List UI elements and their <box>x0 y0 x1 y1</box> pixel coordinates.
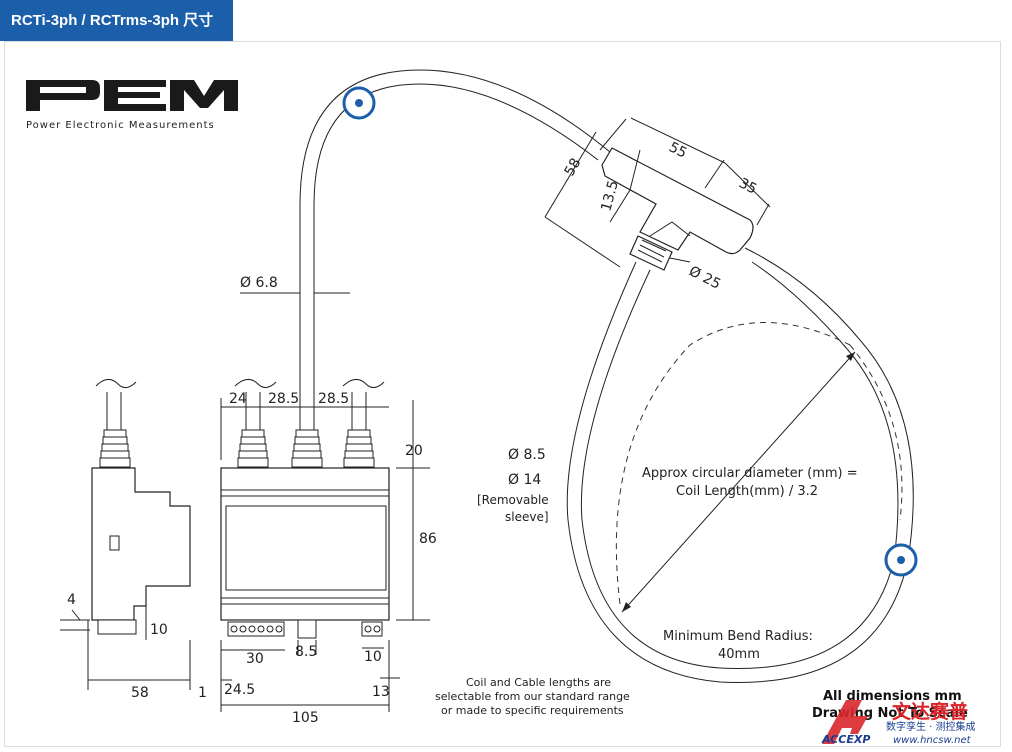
t-junction-body <box>601 147 754 255</box>
dim-58-side: 58 <box>131 685 149 701</box>
dim-30: 30 <box>246 651 264 667</box>
circle-note-1: Approx circular diameter (mm) = <box>642 466 858 481</box>
coil-note-3: or made to specific requirements <box>441 704 624 717</box>
dim-28-5-a: 28.5 <box>268 391 299 407</box>
dim-25: Ø 25 <box>686 263 723 292</box>
bend-radius-value: 40mm <box>718 647 760 662</box>
dim-13-5: 13.5 <box>598 179 622 213</box>
watermark-url: www.hncsw.net <box>893 735 972 746</box>
dim-20: 20 <box>405 443 423 459</box>
dim-10-side: 10 <box>150 622 168 638</box>
removable-label-2: sleeve] <box>505 510 549 524</box>
dim-105: 105 <box>292 710 319 726</box>
cable-upper <box>299 69 611 430</box>
watermark-sub: 数字孪生 · 测控集成 <box>886 720 976 733</box>
dim-28-5-b: 28.5 <box>318 391 349 407</box>
removable-label-1: [Removable <box>477 493 549 507</box>
dim-cable-diameter: Ø 6.8 <box>240 275 278 291</box>
dimension-lines-front <box>220 398 430 712</box>
cable-gland <box>629 235 673 271</box>
dim-13: 13 <box>372 684 390 700</box>
dim-8-5: Ø 8.5 <box>508 447 546 463</box>
watermark-logo: 文达赛普 数字孪生 · 测控集成 ACCEXP www.hncsw.net <box>821 700 976 746</box>
diagram-frame <box>4 41 1001 747</box>
coil-note-1: Coil and Cable lengths are <box>466 676 611 689</box>
module-front-view <box>220 379 390 639</box>
module-side-view <box>91 379 191 635</box>
dim-55: 55 <box>666 139 689 161</box>
dim-10-bottom: 10 <box>364 649 382 665</box>
page-title: RCTi-3ph / RCTrms-3ph 尺寸 <box>0 0 233 41</box>
coil-marker-icon <box>884 543 918 577</box>
circle-note-2: Coil Length(mm) / 3.2 <box>676 484 818 499</box>
watermark-brand: ACCEXP <box>821 733 870 746</box>
dim-4: 4 <box>67 592 76 608</box>
dim-86: 86 <box>419 531 437 547</box>
dim-58: 58 <box>562 156 585 179</box>
dim-8-5-bottom: 8.5 <box>295 644 317 660</box>
dim-35: 35 <box>736 175 759 197</box>
rogowski-coil <box>566 247 914 683</box>
dim-1: 1 <box>198 685 207 701</box>
dim-14: Ø 14 <box>508 472 541 488</box>
pem-logo: Power Electronic Measurements <box>26 80 238 131</box>
coil-note-2: selectable from our standard range <box>435 690 630 703</box>
dimension-lines-top <box>240 117 771 294</box>
dim-24-5: 24.5 <box>224 682 255 698</box>
logo-subtitle: Power Electronic Measurements <box>26 120 215 131</box>
cable-marker-icon <box>342 86 376 120</box>
dimension-lines-side <box>60 606 191 690</box>
dim-24: 24 <box>229 391 247 407</box>
watermark-cn: 文达赛普 <box>892 700 968 723</box>
bend-radius-label: Minimum Bend Radius: <box>663 629 813 644</box>
